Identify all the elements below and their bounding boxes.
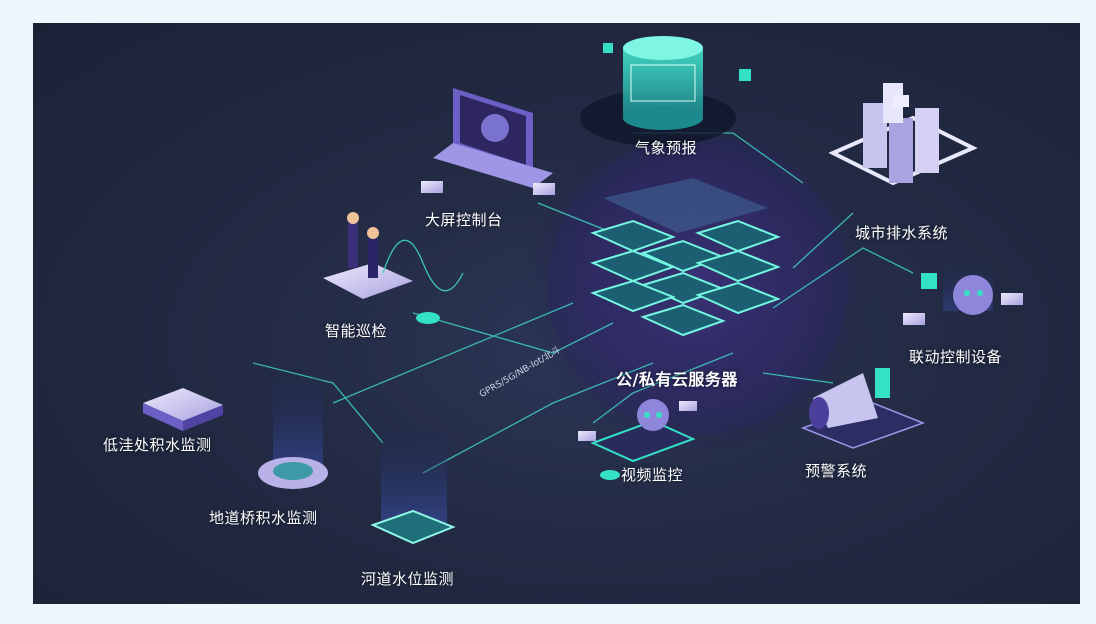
- label-low-area: 低洼处积水监测: [103, 434, 212, 455]
- label-weather: 气象预报: [635, 137, 697, 158]
- label-drainage: 城市排水系统: [855, 222, 948, 243]
- drainage-device: [833, 83, 973, 183]
- diagram-graphics: [33, 23, 1080, 604]
- weather-device: [580, 36, 751, 146]
- label-big-screen: 大屏控制台: [425, 209, 503, 230]
- big-screen-device: [421, 88, 555, 195]
- label-warning: 预警系统: [805, 460, 867, 481]
- river-device: [373, 433, 453, 543]
- label-video: 视频监控: [621, 464, 683, 485]
- label-river: 河道水位监测: [361, 568, 454, 589]
- low-area-device: [143, 388, 223, 431]
- label-cloud: 公/私有云服务器: [616, 366, 738, 390]
- linkage-device: [903, 261, 1023, 325]
- underpass-device: [258, 378, 328, 489]
- label-underpass: 地道桥积水监测: [209, 507, 318, 528]
- diagram-canvas: 气象预报 大屏控制台 城市排水系统 智能巡检 联动控制设备 公/私有云服务器 G…: [33, 23, 1080, 604]
- label-linkage: 联动控制设备: [909, 346, 1002, 367]
- label-patrol: 智能巡检: [325, 320, 387, 341]
